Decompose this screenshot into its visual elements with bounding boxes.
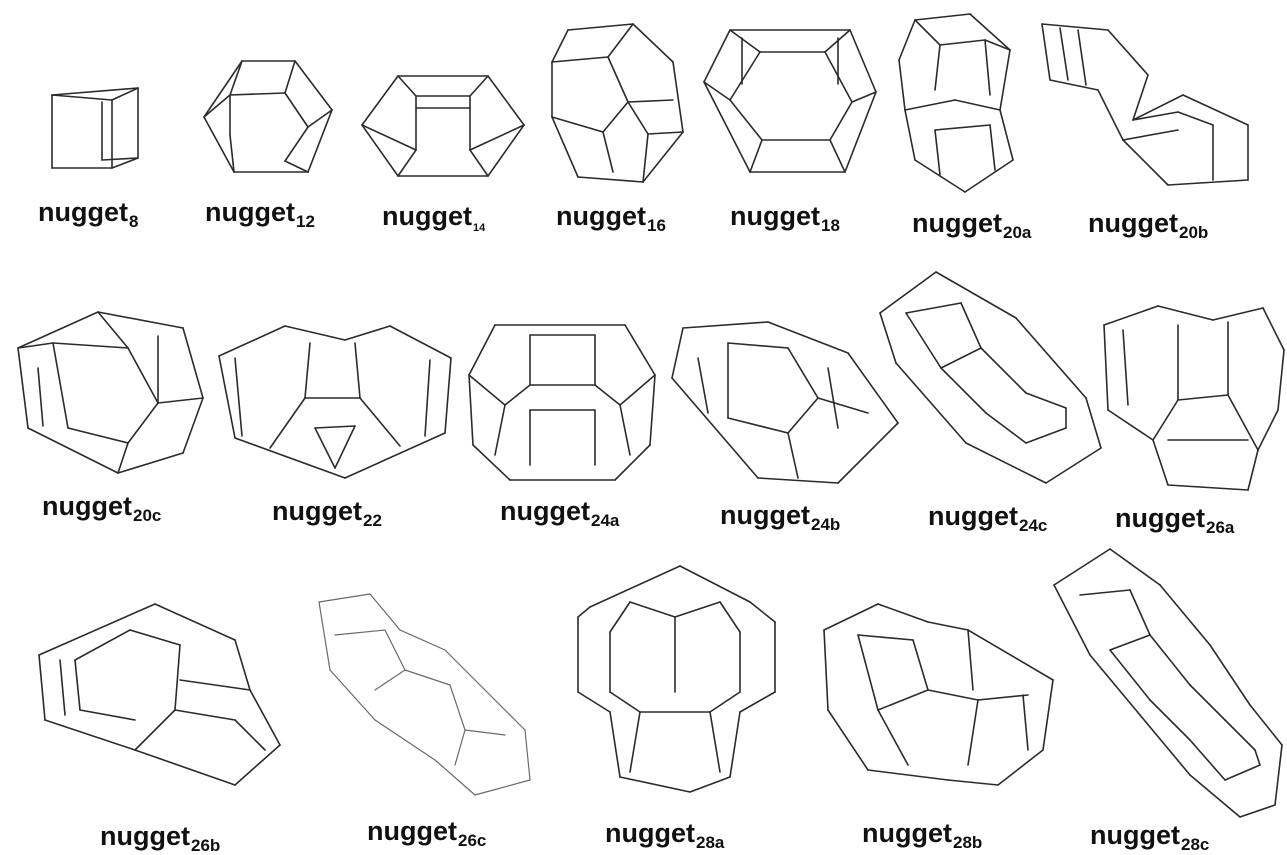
cage-drawing-16 <box>548 22 688 187</box>
cage-drawing-20a <box>895 10 1020 195</box>
label-14: nugget14 <box>382 203 485 230</box>
cage-drawing-26b <box>35 600 285 790</box>
label-22: nugget22 <box>272 498 382 525</box>
cage-drawing-20c <box>8 308 213 478</box>
cage-drawing-18 <box>700 22 880 182</box>
cage-drawing-24b <box>668 318 903 488</box>
label-8: nugget8 <box>38 199 138 226</box>
label-16: nugget16 <box>556 203 666 230</box>
label-12: nugget12 <box>205 199 315 226</box>
label-28a: nugget28a <box>605 820 724 847</box>
label-20a: nugget20a <box>912 210 1031 237</box>
cage-drawing-24c <box>876 268 1106 488</box>
cage-drawing-14 <box>358 70 528 180</box>
label-20c: nugget20c <box>42 493 161 520</box>
cage-drawing-8 <box>40 80 150 175</box>
cage-drawing-26c <box>315 590 535 800</box>
label-26b: nugget26b <box>100 823 220 850</box>
label-28b: nugget28b <box>862 820 982 847</box>
cage-drawing-28b <box>818 600 1058 790</box>
cage-drawing-12 <box>200 55 340 180</box>
cage-drawing-26a <box>1098 300 1287 495</box>
cage-drawing-28a <box>570 562 780 797</box>
cage-drawing-20b <box>1038 20 1253 190</box>
label-26a: nugget26a <box>1115 505 1234 532</box>
label-28c: nugget28c <box>1090 822 1209 849</box>
label-24c: nugget24c <box>928 503 1047 530</box>
label-18: nugget18 <box>730 203 840 230</box>
cage-drawing-22 <box>215 318 455 483</box>
label-24a: nugget24a <box>500 498 619 525</box>
cage-drawing-28c <box>1050 545 1287 820</box>
label-26c: nugget26c <box>367 818 486 845</box>
label-24b: nugget24b <box>720 502 840 529</box>
cage-drawing-24a <box>465 315 660 485</box>
label-20b: nugget20b <box>1088 210 1208 237</box>
